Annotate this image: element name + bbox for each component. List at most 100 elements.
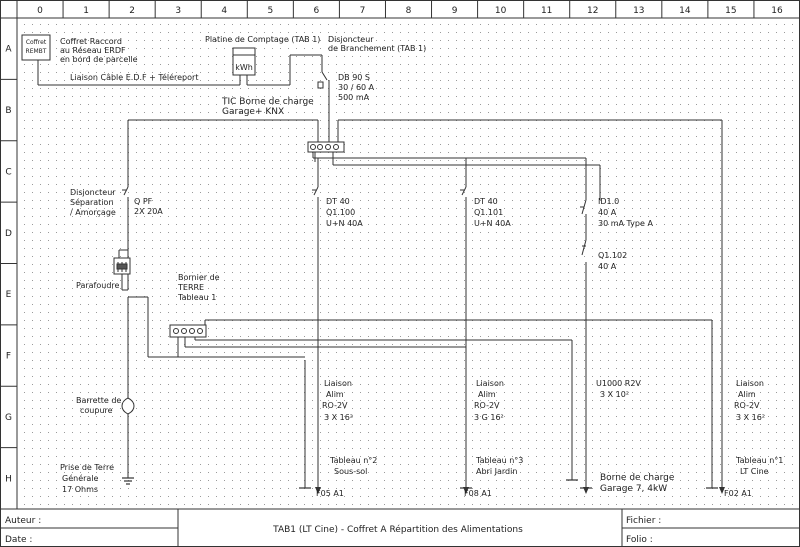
breaker-q1102-symbol	[581, 239, 587, 256]
u1000-label-2: 3 X 10²	[600, 390, 629, 399]
tab1-label-2: LT Cine	[740, 467, 769, 476]
breaker-dt-q1101-symbol	[460, 186, 467, 196]
barrette-label-1: Barrette de	[76, 396, 121, 405]
liaison3-label-1: Liaison	[736, 379, 764, 388]
liaison3-label-3: RO-2V	[734, 401, 760, 410]
column-header-label: 0	[37, 6, 43, 16]
parafoudre-label: Parafoudre	[76, 281, 120, 290]
coffret-label-2: au Réseau ERDF	[60, 45, 126, 55]
platine-label: Platine de Comptage (TAB 1)	[205, 35, 320, 44]
coffret-box-label-2: REMBT	[26, 48, 47, 55]
bornier-label-2: TERRE	[177, 283, 204, 292]
dt2-label-3: U+N 40A	[474, 219, 511, 228]
meter-unit-label: kWh	[235, 63, 253, 72]
u1000-label-1: U1000 R2V	[596, 379, 641, 388]
q102-label-1: Q1.102	[598, 251, 627, 260]
column-header-label: 13	[633, 6, 644, 16]
column-header-label: 9	[452, 6, 458, 16]
ref-f02-label: F02 A1	[724, 489, 752, 498]
borne-label-2: Garage 7, 4kW	[600, 484, 667, 494]
breaker-dt-q1100-symbol	[312, 186, 319, 196]
liaison3-label-4: 3 X 16²	[736, 413, 765, 422]
bornier-label-1: Bornier de	[178, 273, 220, 282]
liaison2-label-1: Liaison	[476, 379, 504, 388]
breaker-q-pf-symbol	[122, 186, 129, 196]
column-header-label: 5	[267, 6, 273, 16]
disj-branch-label-1: Disjoncteur	[328, 35, 374, 44]
column-header-label: 15	[725, 6, 736, 16]
column-header-label: 16	[771, 6, 783, 16]
prise-label-2: Générale	[62, 473, 99, 483]
sep-label-2: Séparation	[70, 197, 114, 207]
q102-label-2: 40 A	[598, 262, 617, 271]
bornier-label-3: Tableau 1	[177, 293, 216, 302]
liaison1-label-2: Alim	[326, 390, 344, 399]
row-header-label: B	[5, 106, 11, 116]
tic-label-2: Garage+ KNX	[222, 107, 284, 117]
dot-grid	[17, 18, 800, 509]
tab3-label-2: Abri Jardin	[476, 467, 517, 476]
column-header-label: 3	[175, 6, 181, 16]
sep-label-3: / Amorçage	[70, 208, 116, 217]
dt2-label-2: Q1.101	[474, 208, 503, 217]
liaison1-label-4: 3 X 16²	[324, 413, 353, 422]
column-header-label: 7	[360, 6, 366, 16]
liaison2-label-4: 3 G 16²	[474, 413, 504, 422]
file-label: Fichier :	[626, 516, 661, 526]
tab2-label-2: Sous-sol	[334, 467, 367, 476]
row-header-label: F	[6, 352, 11, 362]
dt1-label-3: U+N 40A	[326, 219, 363, 228]
barrette-label-2: coupure	[80, 406, 113, 415]
tab2-label-1: Tableau n°2	[329, 456, 377, 465]
ref-f08-label: F08 A1	[464, 489, 492, 498]
column-header-label: 14	[679, 6, 691, 16]
disconnect-link-symbol	[121, 397, 135, 415]
tab1-label-1: Tableau n°1	[735, 456, 783, 465]
column-header-label: 6	[314, 6, 320, 16]
dt1-label-2: Q1.100	[326, 208, 355, 217]
ref-f05-label: F05 A1	[316, 489, 344, 498]
liaison1-label-1: Liaison	[324, 379, 352, 388]
surge-arrester-symbol	[113, 250, 131, 291]
column-header-label: 8	[406, 6, 412, 16]
liaison2-label-2: Alim	[478, 390, 496, 399]
liaison2-label-3: RO-2V	[474, 401, 500, 410]
coffret-rembt-box	[21, 34, 51, 61]
column-header-label: 1	[83, 6, 89, 16]
column-header-label: 11	[541, 6, 552, 16]
row-header-label: D	[5, 229, 12, 239]
row-header-label: C	[5, 167, 11, 177]
column-header-label: 12	[587, 6, 598, 16]
wiring	[37, 54, 723, 490]
folio-label: Folio :	[626, 535, 653, 545]
disj-branch-label-2: de Branchement (TAB 1)	[328, 44, 426, 53]
date-label: Date :	[5, 535, 32, 545]
rcd-id10-symbol	[580, 199, 587, 218]
db-label-1: DB 90 S	[338, 73, 370, 82]
column-header-label: 2	[129, 6, 135, 16]
row-header-label: G	[5, 413, 12, 423]
prise-label-1: Prise de Terre	[60, 463, 114, 472]
borne-label-1: Borne de charge	[600, 473, 675, 483]
qpf-label-1: Q PF	[134, 197, 153, 206]
tic-label-1: TIC Borne de charge	[221, 97, 314, 107]
row-header-label: A	[5, 45, 12, 55]
dt2-label-1: DT 40	[474, 197, 498, 206]
dt1-label-1: DT 40	[326, 197, 350, 206]
id-label-2: 40 A	[598, 208, 617, 217]
row-header-label: E	[6, 290, 12, 300]
feeder-arrows	[315, 487, 725, 494]
id-label-1: ID1.0	[598, 197, 619, 206]
db-label-3: 500 mA	[338, 93, 370, 102]
liaison1-label-3: RO-2V	[322, 401, 348, 410]
main-breaker-symbol	[317, 71, 328, 89]
db-label-2: 30 / 60 A	[338, 83, 375, 92]
column-header-label: 4	[221, 6, 227, 16]
column-header-label: 10	[495, 6, 507, 16]
distribution-busbar	[307, 141, 345, 153]
coffret-box-label-1: Coffret	[26, 39, 47, 46]
